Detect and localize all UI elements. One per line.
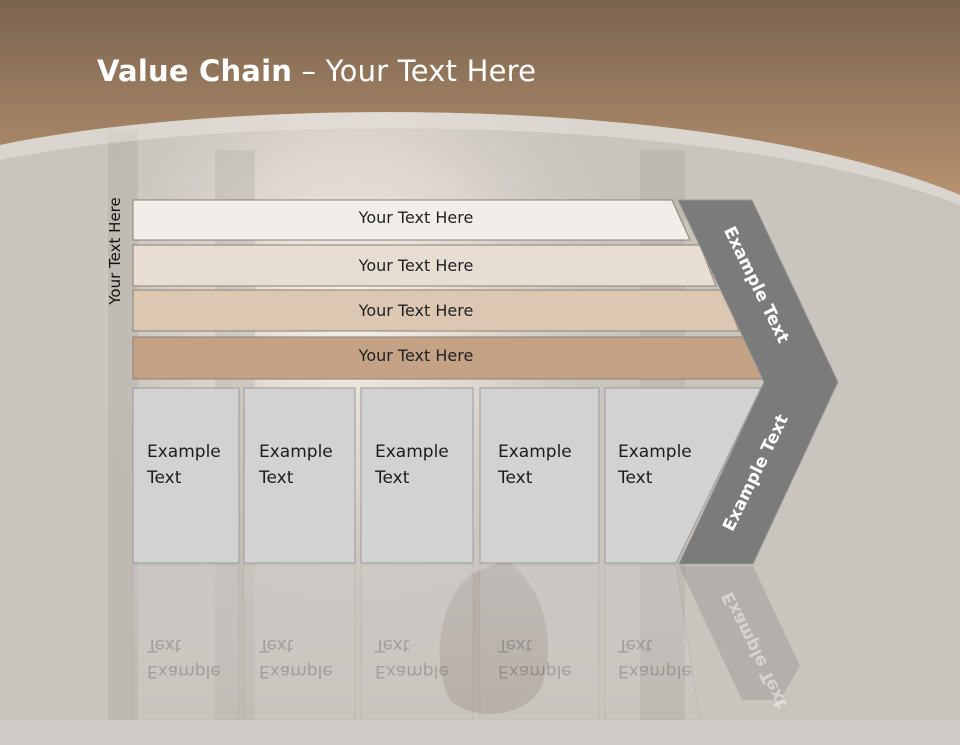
support-rows	[132, 199, 765, 380]
activity-box-reflection-2	[243, 564, 356, 720]
activity-box-reflection-1	[132, 564, 240, 720]
support-row-2	[132, 244, 717, 287]
row-label-1: Your Text Here	[358, 208, 474, 227]
row-label-4: Your Text Here	[358, 346, 474, 365]
title-bold: Value Chain	[97, 54, 293, 88]
activity-box-reflection-4	[479, 564, 600, 720]
activity-box-2	[243, 387, 356, 564]
title-rest: – Your Text Here	[292, 54, 537, 88]
slide-title: Value Chain – Your Text Here	[97, 54, 536, 88]
row-label-3: Your Text Here	[358, 301, 474, 320]
activity-box-1	[132, 387, 240, 564]
activity-box-4	[479, 387, 600, 564]
slide: Value Chain – Your Text Here Your Text H…	[0, 0, 960, 720]
header-band	[0, 0, 960, 195]
row-label-2: Your Text Here	[358, 256, 474, 275]
activity-boxes	[132, 387, 762, 720]
header-highlight	[0, 112, 960, 205]
activity-box-3	[360, 387, 474, 564]
slide-graphics	[0, 0, 960, 720]
support-row-1	[132, 199, 691, 241]
support-row-3	[132, 289, 740, 332]
activity-box-reflection-3	[360, 564, 474, 720]
chevron-reflection	[679, 566, 800, 700]
activity-box-5	[604, 387, 762, 564]
margin-chevron	[677, 199, 839, 565]
activity-box-reflection-5	[604, 564, 701, 720]
side-label: Your Text Here	[106, 197, 124, 305]
